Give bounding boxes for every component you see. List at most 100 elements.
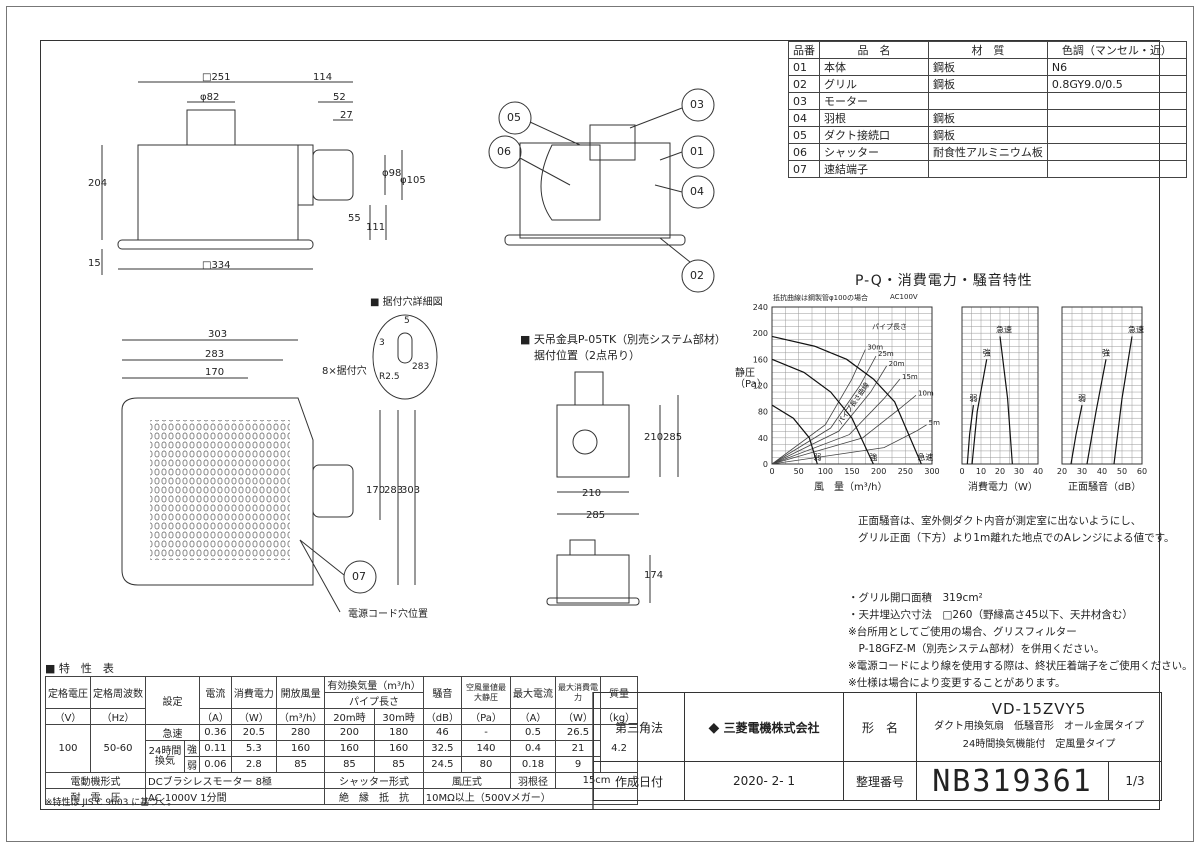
callout-06-circle bbox=[488, 135, 522, 169]
value-cell: - bbox=[461, 724, 511, 741]
h-open-air: 開放風量 bbox=[275, 676, 326, 709]
spec-row-motor: 電動機形式 DCブラシレスモーター 8極 シャッター形式 風圧式 羽根径 15c… bbox=[45, 772, 639, 789]
mode-cell: 急速 bbox=[145, 724, 200, 741]
bracket-dim-285v: 285 bbox=[663, 432, 683, 443]
value-cell: 20.5 bbox=[230, 724, 277, 741]
value-cell: 5.3 bbox=[230, 740, 277, 757]
parts-header-cell: 品番 bbox=[788, 41, 820, 59]
freq-value: 50-60 bbox=[90, 724, 146, 773]
detail-dim-5: 5 bbox=[404, 316, 410, 326]
y-tick-label: 240 bbox=[753, 303, 768, 312]
series-line bbox=[1070, 405, 1083, 465]
resistance-curve bbox=[771, 424, 927, 465]
value-cell: 160 bbox=[324, 740, 375, 757]
resistance-curve bbox=[771, 365, 888, 465]
u-hz: （Hz） bbox=[90, 708, 146, 725]
u-a2: （A） bbox=[510, 708, 556, 725]
resistance-curve-label: 15m bbox=[902, 373, 918, 381]
y-tick-label: 200 bbox=[753, 329, 768, 338]
spec-title-text: 特 性 表 bbox=[58, 662, 114, 675]
dim-251: □251 bbox=[202, 72, 231, 83]
x-tick-label: 100 bbox=[818, 467, 833, 476]
u-m3h: （m³/h） bbox=[275, 708, 326, 725]
value-cell: 2.8 bbox=[230, 756, 277, 773]
parts-cell: 03 bbox=[788, 92, 820, 110]
parts-cell: 羽根 bbox=[819, 109, 929, 127]
mode-24h: 24時間換気 bbox=[145, 740, 185, 773]
callout-01: 01 bbox=[690, 145, 704, 158]
series-line bbox=[999, 336, 1013, 465]
parts-cell: グリル bbox=[819, 75, 929, 93]
noise-note-2: グリル正面（下方）より1m離れた地点でのAレンジによる値です。 bbox=[858, 532, 1175, 544]
series-label: 弱 bbox=[969, 394, 977, 403]
bracket-body bbox=[556, 404, 630, 478]
chart-frame bbox=[961, 306, 1039, 465]
series-label: 強 bbox=[869, 452, 877, 462]
num-label: 整理番号 bbox=[843, 761, 917, 801]
series-label: 弱 bbox=[813, 453, 821, 462]
series-label: 弱 bbox=[1078, 394, 1086, 403]
parts-cell: 鋼板 bbox=[928, 58, 1048, 76]
detail-title-text: 据付穴詳細図 bbox=[382, 297, 443, 308]
spec-row-withstand: 耐 電 圧 AC 1000V 1分間 絶 縁 抵 抗 10MΩ以上（500Vメガ… bbox=[45, 788, 639, 805]
callout-05-circle bbox=[498, 101, 532, 135]
parts-cell bbox=[1046, 160, 1187, 178]
dim-52: 52 bbox=[333, 92, 346, 103]
parts-cell: 02 bbox=[788, 75, 820, 93]
parts-header-cell: 品 名 bbox=[819, 41, 929, 59]
chart-note: 抵抗曲線は鋼製管φ100の場合 bbox=[773, 294, 868, 302]
y-tick-label: 80 bbox=[758, 408, 768, 417]
value-cell: 280 bbox=[275, 724, 326, 741]
series-line bbox=[966, 405, 974, 465]
title-row-1: 第三角法 ◆ 三菱電機株式会社 形 名 VD-15ZVY5 ダクト用換気扇 低騒… bbox=[593, 692, 1162, 762]
parts-cell: 鋼板 bbox=[928, 75, 1048, 93]
resistance-curve bbox=[771, 378, 901, 465]
callout-03-circle bbox=[681, 88, 715, 122]
x-tick-label: 50 bbox=[1117, 467, 1127, 476]
dim-55: 55 bbox=[348, 213, 361, 224]
projection: 第三角法 bbox=[593, 692, 685, 762]
model-desc-2: 24時間換気機能付 定風量タイプ bbox=[962, 739, 1116, 750]
parts-cell: 0.8GY9.0/0.5 bbox=[1046, 75, 1187, 93]
h-voltage: 定格電圧 bbox=[45, 676, 91, 709]
callout-02: 02 bbox=[690, 269, 704, 282]
bracket-dim-174: 174 bbox=[644, 570, 664, 581]
duct-connector-top bbox=[312, 149, 354, 201]
bracket-title: ■ 天吊金具P-05TK（別売システム部材） bbox=[520, 333, 726, 346]
x-tick-label: 0 bbox=[769, 467, 774, 476]
name-label: 形 名 bbox=[843, 692, 917, 762]
bottom-dim-v303: 303 bbox=[401, 485, 421, 496]
bracket-dim-210h: 210 bbox=[582, 488, 602, 499]
section-body bbox=[519, 142, 671, 239]
bracket-duct-circle bbox=[572, 429, 598, 455]
y-tick-label: 160 bbox=[753, 355, 768, 364]
title-row-2: 作成日付 2020- 2- 1 整理番号 NB319361 1/3 bbox=[593, 761, 1162, 801]
dim-334: □334 bbox=[202, 260, 231, 271]
bottom-dim-v283: 283 bbox=[384, 485, 404, 496]
value-cell: 0.4 bbox=[510, 740, 556, 757]
y-tick-label: 40 bbox=[758, 434, 768, 443]
value-cell: 0.06 bbox=[199, 756, 232, 773]
value-cell: 160 bbox=[275, 740, 326, 757]
series-line bbox=[1113, 336, 1133, 465]
parts-cell: 鋼板 bbox=[928, 109, 1048, 127]
value-cell: 180 bbox=[373, 724, 424, 741]
shutter-label: シャッター形式 bbox=[324, 772, 424, 789]
resistance-curve-label: 25m bbox=[878, 350, 894, 358]
callout-06: 06 bbox=[497, 145, 511, 158]
parts-cell: 本体 bbox=[819, 58, 929, 76]
y-tick-label: 0 bbox=[763, 460, 768, 469]
chart1-xlabel: 風 量（m³/h） bbox=[814, 482, 888, 493]
bracket-side bbox=[556, 554, 630, 604]
parts-cell: 耐食性アルミニウム板 bbox=[928, 143, 1048, 161]
value-cell: 85 bbox=[275, 756, 326, 773]
section-grille bbox=[504, 234, 686, 246]
dim-phi82: φ82 bbox=[200, 92, 220, 103]
dim-phi98: φ98 bbox=[382, 168, 402, 179]
series-label: 急速 bbox=[1128, 324, 1144, 334]
h-current: 電流 bbox=[199, 676, 232, 709]
series-label: 急速 bbox=[996, 324, 1012, 334]
